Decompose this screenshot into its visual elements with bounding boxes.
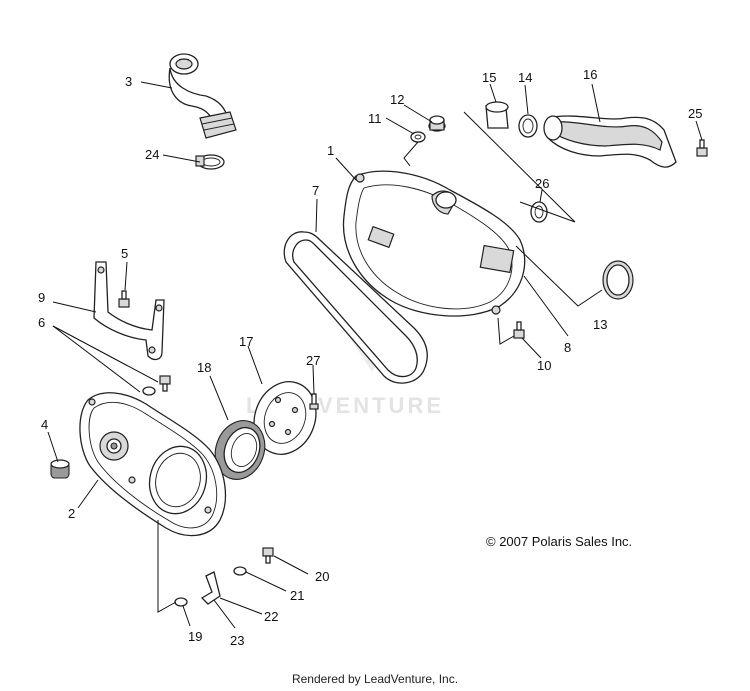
duct-part-16: [543, 115, 677, 168]
callout-14: 14: [518, 70, 532, 85]
leader-lines: [47, 81, 703, 629]
callout-15: 15: [482, 70, 496, 85]
bolt-part-10: [513, 321, 525, 339]
callout-5: 5: [121, 246, 128, 261]
callout-17: 17: [239, 334, 253, 349]
callout-6: 6: [38, 315, 45, 330]
callout-11: 11: [368, 111, 382, 126]
callout-19: 19: [188, 629, 202, 644]
callout-24: 24: [145, 147, 159, 162]
callout-1: 1: [327, 143, 334, 158]
fastener-part-6: [142, 375, 171, 396]
bolt-part-25: [696, 139, 708, 157]
drive-belt-part-7: [283, 231, 428, 384]
footer-credit: Rendered by LeadVenture, Inc.: [291, 672, 459, 686]
bolt-part-5: [118, 290, 130, 308]
washer-part-19: [174, 597, 188, 607]
spacer-part-4: [50, 459, 70, 479]
copyright-notice: © 2007 Polaris Sales Inc.: [486, 534, 632, 549]
callout-22: 22: [264, 609, 278, 624]
callout-13: 13: [593, 317, 607, 332]
callout-labels: 3 24 12 11 15 14 16 25 1 26 7 5 9 6 13 8…: [38, 67, 702, 648]
clamp-part-14: [518, 114, 538, 138]
callout-21: 21: [290, 588, 304, 603]
callout-10: 10: [537, 358, 551, 373]
inner-cover-part-1: [342, 170, 526, 317]
bracket-part-9: [93, 261, 165, 361]
gasket-part-13: [602, 260, 634, 300]
callout-2: 2: [68, 506, 75, 521]
callout-18: 18: [197, 360, 211, 375]
callout-25: 25: [688, 106, 702, 121]
callout-23: 23: [230, 633, 244, 648]
bolt-part-20: [262, 547, 274, 564]
clamp-part-26: [530, 201, 548, 223]
clip-part-23: [200, 571, 221, 605]
callout-20: 20: [315, 569, 329, 584]
intake-duct-part-3: [168, 53, 237, 139]
fitting-part-12: [428, 115, 446, 132]
callout-12: 12: [390, 92, 404, 107]
plate-part-17: [253, 381, 317, 455]
callout-4: 4: [41, 417, 48, 432]
seal-part-18: [214, 420, 266, 480]
outer-cover-part-2: [79, 392, 227, 537]
washer-part-21: [233, 566, 247, 576]
callout-3: 3: [125, 74, 132, 89]
sleeve-part-15: [485, 101, 509, 129]
callout-27: 27: [306, 353, 320, 368]
callout-26: 26: [535, 176, 549, 191]
callout-8: 8: [564, 340, 571, 355]
callout-9: 9: [38, 290, 45, 305]
callout-16: 16: [583, 67, 597, 82]
clamp-part-24: [195, 154, 225, 170]
callout-7: 7: [312, 183, 319, 198]
